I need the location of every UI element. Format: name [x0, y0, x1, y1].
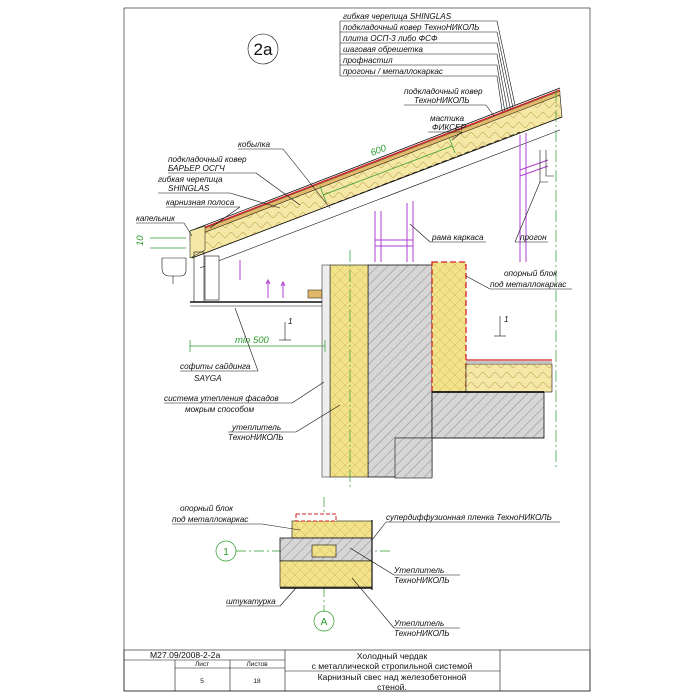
- svg-text:ТехноНИКОЛЬ: ТехноНИКОЛЬ: [394, 629, 450, 638]
- svg-text:под металлокаркас: под металлокаркас: [172, 515, 248, 524]
- layer-label-underlay: подкладочный ковер ТехноНИКОЛЬ: [343, 23, 479, 32]
- svg-text:ТехноНИКОЛЬ: ТехноНИКОЛЬ: [414, 96, 470, 105]
- desc-line-1: Карнизный свес над железобетонной: [318, 672, 467, 682]
- title-block: М27.09/2008-2-2а Холодный чердак с метал…: [123, 649, 591, 692]
- right-callouts: подкладочный ковер ТехноНИКОЛЬ мастика Ф…: [404, 87, 572, 290]
- svg-text:мокрым способом: мокрым способом: [185, 405, 254, 414]
- svg-text:софиты сайдинга: софиты сайдинга: [180, 362, 251, 371]
- layer-label-osb: плита ОСП-3 либо ФСФ: [343, 34, 438, 43]
- sheet-value: 5: [200, 678, 204, 685]
- sheet-number-badge: 2а: [247, 33, 279, 65]
- svg-text:БАРЬЕР ОСГЧ: БАРЬЕР ОСГЧ: [168, 164, 225, 173]
- svg-text:утеплитель: утеплитель: [231, 423, 281, 432]
- sheet-number: 2а: [254, 40, 273, 59]
- svg-text:1: 1: [504, 315, 509, 324]
- layer-label-lathing: шаговая обрешетка: [343, 45, 423, 54]
- eave-box: [161, 251, 330, 307]
- sheets-value: 18: [253, 678, 261, 685]
- svg-text:SAYGA: SAYGA: [194, 374, 222, 383]
- svg-text:1: 1: [288, 317, 293, 326]
- overhang-dimension-text: min 500: [235, 335, 270, 346]
- svg-text:1: 1: [223, 547, 229, 558]
- svg-text:ТехноНИКОЛЬ: ТехноНИКОЛЬ: [394, 576, 450, 585]
- svg-text:Утеплитель: Утеплитель: [393, 566, 444, 575]
- section-mark-right: 1: [494, 315, 509, 337]
- axis-marker-a: [313, 610, 335, 632]
- title-line-1: Холодный чердак: [357, 651, 428, 661]
- drawing-code: М27.09/2008-2-2а: [150, 650, 220, 660]
- svg-text:прогон: прогон: [520, 233, 547, 242]
- svg-text:под металлокаркас: под металлокаркас: [490, 280, 566, 289]
- svg-text:ФИКСЕР: ФИКСЕР: [432, 123, 466, 132]
- title-line-2: с металлической стропильной системой: [312, 661, 473, 671]
- section-mark-left: 1: [279, 317, 293, 341]
- svg-text:супердиффузионная пленка Техно: супердиффузионная пленка ТехноНИКОЛЬ: [386, 513, 552, 522]
- svg-text:карнизная полоса: карнизная полоса: [166, 198, 235, 207]
- svg-text:подкладочный ковер: подкладочный ковер: [168, 155, 247, 164]
- svg-text:рама каркаса: рама каркаса: [431, 233, 484, 242]
- section-detail: 1 А опорный блок под металлокаркас супер…: [172, 497, 560, 638]
- svg-text:капельник: капельник: [136, 214, 176, 223]
- metal-frame: [239, 133, 549, 298]
- svg-text:мастика: мастика: [430, 114, 464, 123]
- svg-text:штукатурка: штукатурка: [226, 597, 276, 606]
- drip-dimension-text: 10: [135, 235, 146, 246]
- concrete-wall: [321, 261, 553, 479]
- top-layer-labels: гибкая черепица SHINGLAS подкладочный ко…: [339, 12, 516, 131]
- roof-assembly: [189, 87, 563, 269]
- svg-text:подкладочный ковер: подкладочный ковер: [404, 87, 483, 96]
- desc-line-2: стеной.: [377, 682, 407, 692]
- svg-text:А: А: [321, 617, 328, 628]
- layer-label-purlins: прогоны / металлокаркас: [343, 67, 443, 76]
- svg-text:SHINGLAS: SHINGLAS: [168, 184, 210, 193]
- layer-label-profile-sheet: профнастил: [343, 56, 393, 65]
- drip-dimension: 10: [135, 235, 186, 249]
- svg-text:опорный блок: опорный блок: [504, 269, 558, 278]
- sheets-header: Листов: [246, 661, 268, 668]
- overhang-dimension: min 500: [189, 335, 326, 352]
- left-callouts: кобылка подкладочный ковер БАРЬЕР ОСГЧ г…: [136, 140, 341, 442]
- label-kobylka: кобылка: [238, 140, 271, 149]
- svg-text:ТехноНИКОЛЬ: ТехноНИКОЛЬ: [228, 433, 284, 442]
- svg-text:система утепления фасадов: система утепления фасадов: [164, 394, 279, 403]
- layer-label-shingles: гибкая черепица SHINGLAS: [343, 12, 452, 21]
- svg-text:опорный блок: опорный блок: [180, 504, 234, 513]
- span-dimension-text: 600: [369, 143, 388, 159]
- axis-marker-1: [215, 540, 237, 562]
- sheet-header: Лист: [195, 661, 209, 668]
- svg-text:гибкая черепица: гибкая черепица: [158, 175, 223, 184]
- svg-text:Утеплитель: Утеплитель: [393, 619, 444, 628]
